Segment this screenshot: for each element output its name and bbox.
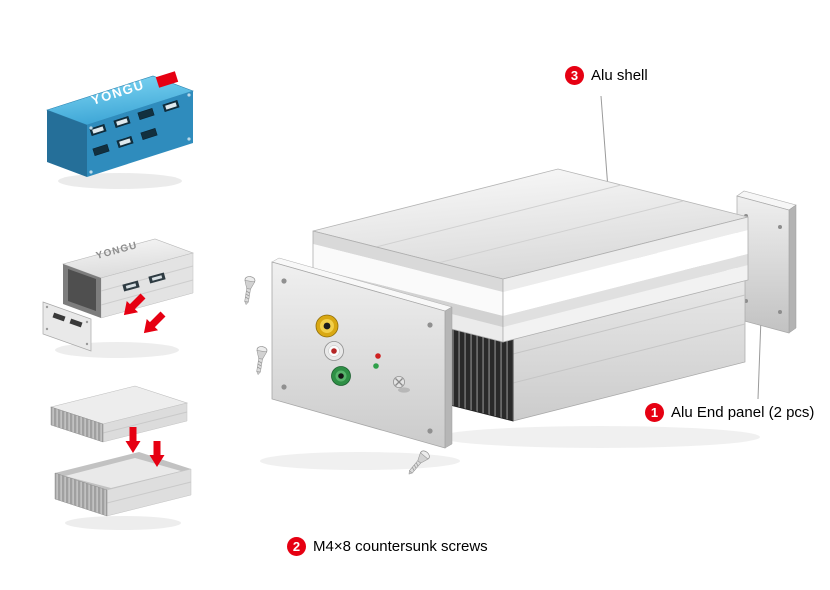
annotation-number-badge: 1	[645, 403, 664, 422]
annotation-screws: 2 M4×8 countersunk screws	[287, 537, 488, 556]
led-red	[375, 353, 381, 359]
gallery-thumbnail-blue-enclosure[interactable]: YONGU	[35, 48, 198, 206]
countersunk-screw-2	[252, 345, 268, 376]
led-green	[373, 363, 379, 369]
screw-hole	[427, 428, 433, 434]
annotation-alu-shell: 3 Alu shell	[565, 66, 648, 85]
screw-hole	[427, 322, 433, 328]
screw-hole	[778, 225, 782, 229]
logo-badge	[155, 71, 179, 88]
rca-jack-white	[324, 341, 344, 361]
annotation-label: Alu End panel (2 pcs)	[671, 404, 815, 421]
open-end-interior	[68, 269, 96, 311]
tray-shadow	[440, 426, 760, 448]
screw-hole	[778, 310, 782, 314]
silver-enclosure-illustration: YONGU	[42, 238, 194, 358]
annotation-number-badge: 2	[287, 537, 306, 556]
blue-enclosure-illustration: YONGU	[46, 71, 194, 189]
connector-cutouts	[122, 272, 166, 292]
countersunk-screw-1	[240, 275, 256, 306]
panel-screw	[392, 375, 410, 393]
annotation-label: Alu shell	[591, 67, 648, 84]
rca-jack-green	[331, 366, 351, 386]
alu-end-panel	[736, 190, 797, 334]
profile-lid	[49, 385, 189, 443]
removed-end-panel	[42, 301, 92, 352]
annotation-number-badge: 3	[565, 66, 584, 85]
screw-hole	[281, 278, 287, 284]
alu-front-panel	[260, 257, 460, 470]
leader-line-shell	[600, 95, 609, 190]
red-arrow-icon	[125, 427, 165, 467]
gallery-thumbnail-silver-enclosure[interactable]: YONGU	[35, 212, 198, 370]
annotation-end-panel: 1 Alu End panel (2 pcs)	[645, 403, 814, 422]
annotation-label: M4×8 countersunk screws	[313, 538, 488, 555]
red-arrow-icon	[123, 293, 166, 334]
profiles-illustration	[49, 385, 192, 530]
rca-jack-yellow	[315, 314, 339, 338]
gallery-thumbnail-profiles[interactable]	[35, 377, 198, 535]
screw-hole	[281, 384, 287, 390]
connector-cutouts	[89, 100, 180, 156]
panel-shadow	[260, 452, 460, 470]
profile-tray	[54, 452, 192, 517]
